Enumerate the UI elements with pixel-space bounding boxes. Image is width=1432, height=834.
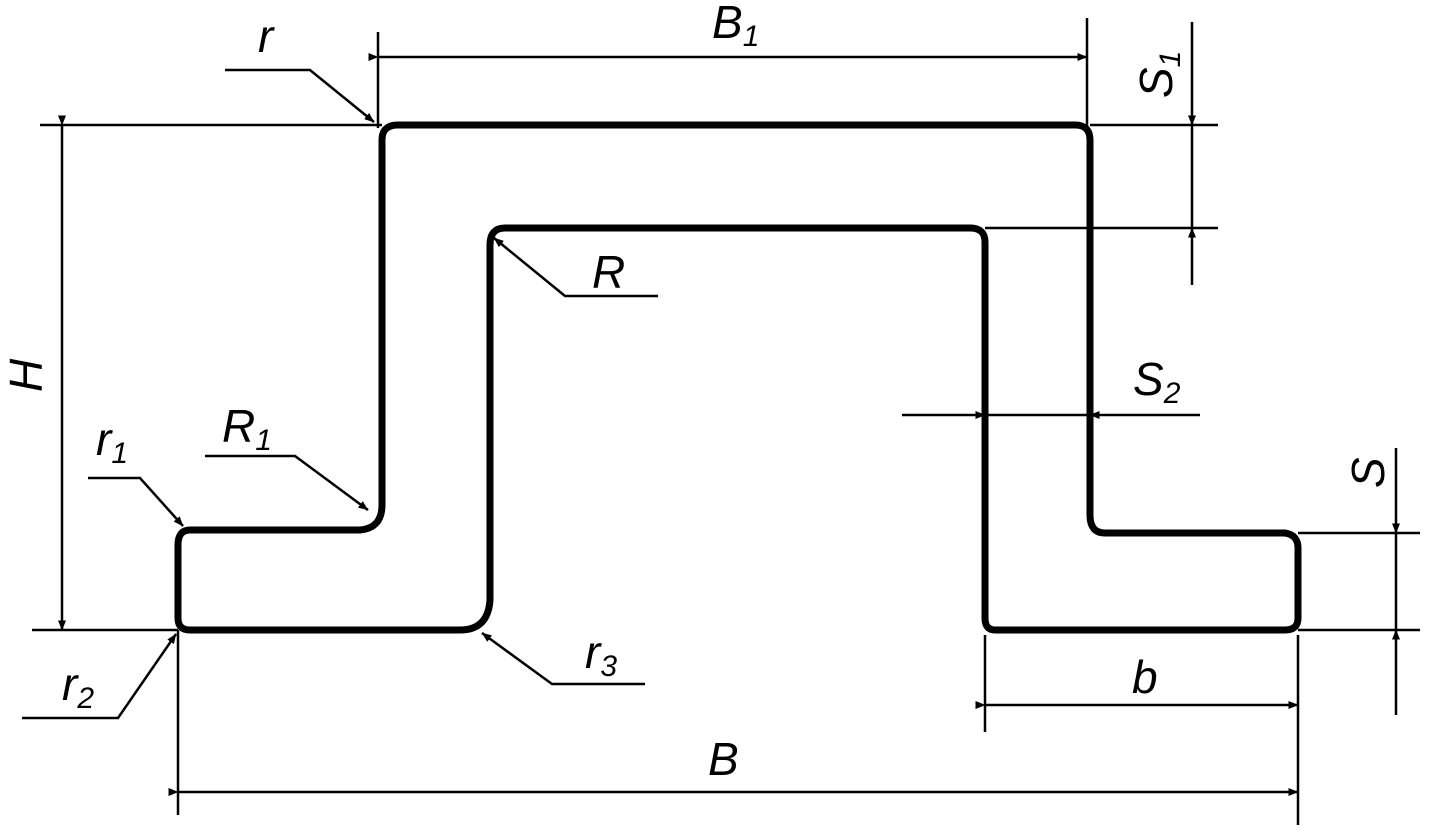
label-s1: S1	[1130, 51, 1187, 98]
profile-outline	[174, 121, 1302, 634]
leader-r	[225, 68, 375, 123]
leader-r1	[88, 476, 184, 527]
label-s2: S2	[1133, 353, 1181, 410]
label-r2: r2	[62, 658, 94, 715]
label-small-b: b	[1132, 651, 1158, 703]
label-b1: B1	[712, 0, 759, 53]
label-b: B	[708, 733, 739, 785]
label-big-r: R	[592, 246, 625, 298]
label-r1: r1	[96, 413, 128, 470]
leader-big-r1	[205, 454, 369, 512]
label-r: r	[258, 10, 275, 62]
label-big-r1: R1	[222, 400, 272, 457]
leader-r2	[22, 633, 178, 720]
leader-r3	[481, 631, 645, 686]
label-h: H	[0, 358, 52, 392]
leader-big-r	[493, 237, 658, 298]
label-s: S	[1342, 457, 1394, 488]
label-r3: r3	[585, 626, 617, 683]
